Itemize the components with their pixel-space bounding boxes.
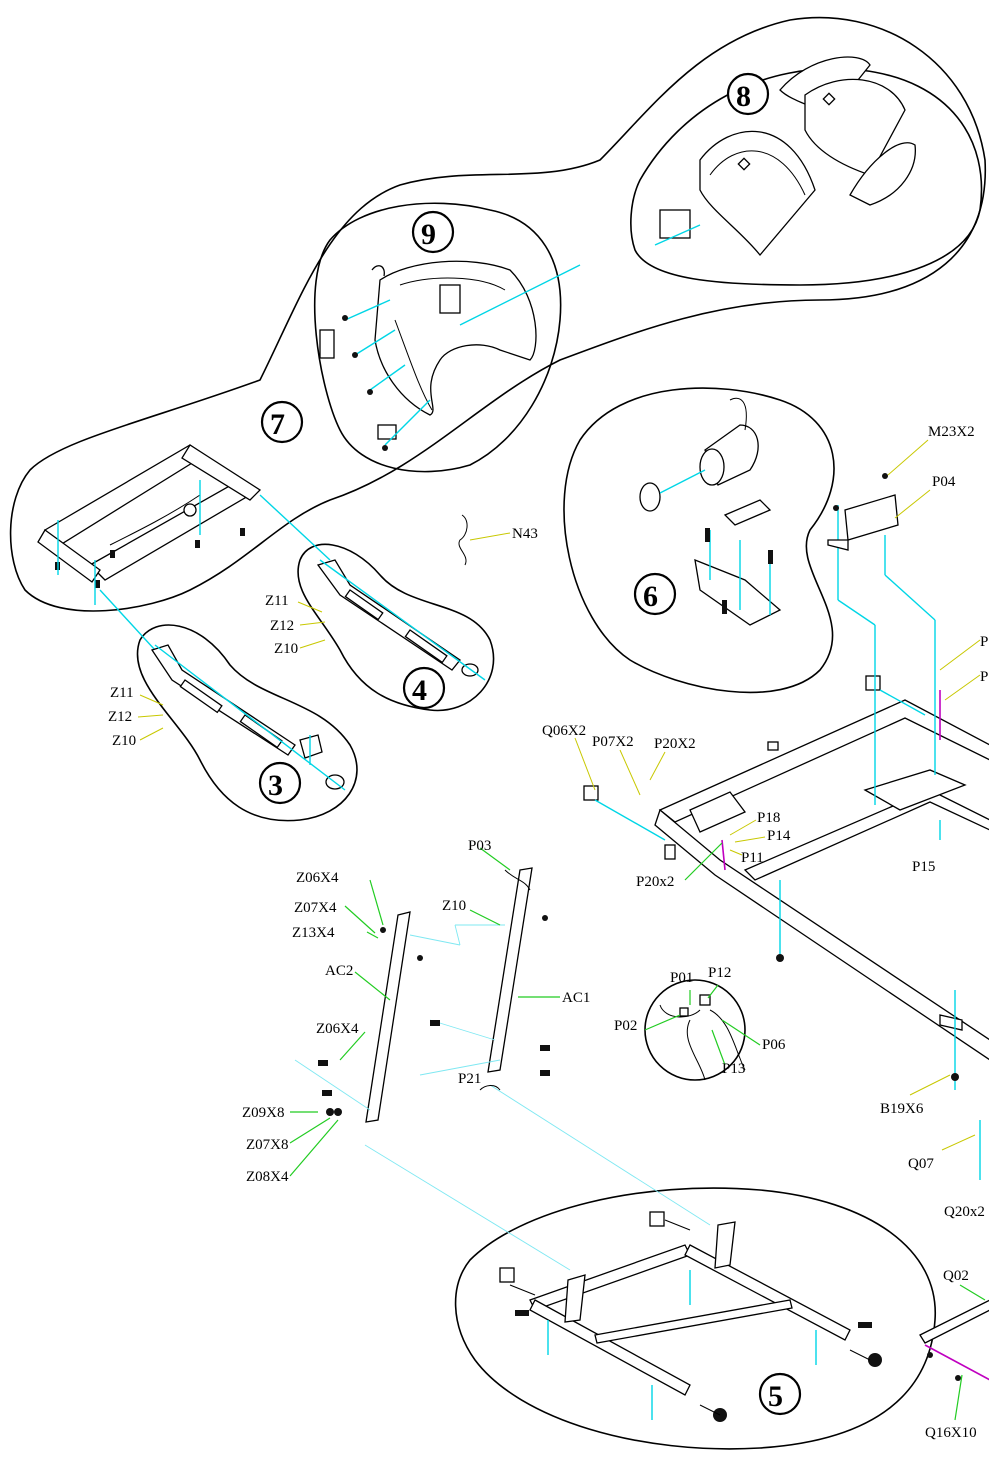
label-p01: P01 (670, 970, 693, 986)
leader-lines (137, 439, 986, 1421)
label-q20x2: Q20x2 (944, 1204, 985, 1220)
q02-base-partial (919, 1299, 989, 1381)
label-z12-a: Z12 (270, 618, 294, 634)
label-z10-c: Z10 (442, 898, 466, 914)
label-p-edge2: P (980, 669, 988, 685)
label-z10-a: Z10 (274, 641, 298, 657)
label-z07x4: Z07X4 (294, 900, 337, 916)
label-z10-b: Z10 (112, 733, 136, 749)
svg-text:5: 5 (768, 1380, 783, 1413)
label-q16x10: Q16X10 (925, 1425, 977, 1441)
group-8-cover (654, 56, 916, 257)
svg-text:8: 8 (736, 80, 751, 113)
label-z06x4-b: Z06X4 (316, 1021, 359, 1037)
group-6-outline (563, 387, 835, 694)
uprights (294, 867, 711, 1271)
label-z12-b: Z12 (108, 709, 132, 725)
group-5-outline (454, 1187, 936, 1450)
part-labels: M23X2 P04 N43 Z11 Z12 Z10 Z11 Z12 Z10 P … (108, 424, 988, 1441)
label-z11-a: Z11 (265, 593, 289, 609)
label-p14: P14 (767, 828, 791, 844)
label-p03: P03 (468, 838, 491, 854)
group-4-outline (297, 543, 495, 712)
label-p02: P02 (614, 1018, 637, 1034)
label-p18: P18 (757, 810, 780, 826)
group-9-number: 9 (411, 210, 455, 254)
label-p06: P06 (762, 1037, 786, 1053)
svg-text:7: 7 (270, 408, 285, 441)
group-3-number: 3 (258, 761, 302, 805)
label-p20x2-a: P20X2 (654, 736, 696, 752)
group-4-arm (316, 559, 486, 681)
label-n43: N43 (512, 526, 538, 542)
svg-text:9: 9 (421, 218, 436, 251)
label-q06x2: Q06X2 (542, 723, 586, 739)
label-b19x6: B19X6 (880, 1101, 924, 1117)
group-8-number: 8 (726, 72, 770, 116)
label-m23x2: M23X2 (928, 424, 975, 440)
label-z08x4: Z08X4 (246, 1169, 289, 1185)
label-p-edge1: P (980, 634, 988, 650)
label-p20x2-b: P20x2 (636, 874, 674, 890)
group-7-number: 7 (260, 400, 304, 444)
group-7-frame (37, 444, 331, 651)
label-ac2: AC2 (325, 963, 353, 979)
label-p21: P21 (458, 1071, 481, 1087)
label-z06x4-a: Z06X4 (296, 870, 339, 886)
n43-cable (458, 514, 468, 566)
p04-bracket (827, 473, 899, 551)
group-5-base (499, 1211, 882, 1422)
label-p12: P12 (708, 965, 731, 981)
wiring-detail (659, 994, 746, 1081)
group-5-number: 5 (758, 1372, 802, 1416)
label-z13x4: Z13X4 (292, 925, 335, 941)
group-9-console (319, 260, 581, 451)
label-ac1: AC1 (562, 990, 590, 1006)
label-q07: Q07 (908, 1156, 934, 1172)
group-3-arm (150, 644, 346, 791)
svg-text:4: 4 (412, 674, 427, 707)
svg-text:3: 3 (268, 769, 283, 802)
group-6-motor (639, 397, 782, 626)
label-p13: P13 (722, 1061, 745, 1077)
label-z09x8: Z09X8 (242, 1105, 285, 1121)
label-p11: P11 (741, 850, 764, 866)
label-z11-b: Z11 (110, 685, 134, 701)
label-p07x2: P07X2 (592, 734, 634, 750)
group-3-outline (136, 624, 358, 822)
label-q02: Q02 (943, 1268, 969, 1284)
group-4-number: 4 (402, 666, 446, 710)
main-frame (583, 505, 989, 1180)
label-p15: P15 (912, 859, 935, 875)
svg-text:6: 6 (643, 580, 658, 613)
label-p04: P04 (932, 474, 956, 490)
group-9-outline (314, 202, 562, 473)
label-z07x8: Z07X8 (246, 1137, 289, 1153)
group-6-number: 6 (633, 572, 677, 616)
group-8-outline (630, 68, 983, 286)
